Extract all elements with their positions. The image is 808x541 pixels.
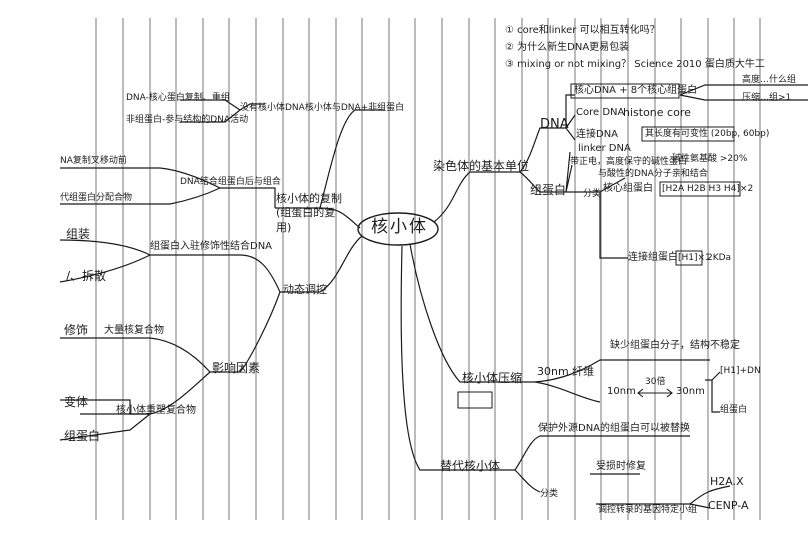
factor-3-left: 组蛋白 bbox=[64, 429, 101, 443]
fiber-label: 30nm 纤维 bbox=[537, 365, 595, 378]
linker-histone-box bbox=[675, 250, 703, 266]
arrow-note: 30倍 bbox=[645, 377, 666, 387]
histone-core-label: histone core bbox=[623, 106, 691, 119]
fiber-note: 缺少组蛋白分子，结构不稳定 bbox=[610, 340, 740, 351]
factor-2-left: 变体 bbox=[64, 395, 89, 409]
note-3: ③ mixing or not mixing？ Science 2010 蛋白质… bbox=[505, 59, 765, 70]
core-row-box bbox=[570, 83, 680, 99]
linker-dna-label: 连接DNA bbox=[576, 129, 619, 140]
dynamics-left-1: 组装 bbox=[66, 227, 91, 241]
variant-sub-2: 调控转录的基因特定小组 bbox=[598, 505, 698, 515]
linker-dna-2-label: linker DNA bbox=[578, 143, 631, 154]
size-30nm: 30nm bbox=[676, 386, 705, 397]
size-10nm: 10nm bbox=[607, 386, 636, 397]
variant-kind: 分类 bbox=[540, 489, 559, 499]
center-node-label: 核小体 bbox=[371, 217, 428, 237]
core-row-right-1: 高度…什么组 bbox=[742, 75, 797, 85]
dna-label: DNA bbox=[540, 117, 569, 132]
note-1: ① core和linker 可以相互转化吗？ bbox=[505, 25, 660, 36]
lys-arg-note: 碱性氨基酸 >20% bbox=[672, 154, 748, 164]
compression-right-2: 组蛋白 bbox=[720, 405, 748, 415]
compression-right-1: [H1]+DN bbox=[720, 366, 761, 376]
kind-label: 分类 bbox=[583, 189, 602, 199]
composition-label: 染色体的基本单位 bbox=[433, 159, 530, 173]
core-dna-label: Core DNA bbox=[576, 107, 625, 118]
core-row-text: 核心DNA + 8个核心组蛋白 bbox=[574, 85, 698, 96]
compression-sub-box bbox=[457, 391, 493, 409]
core-row-right-2: 压缩…组>1 bbox=[742, 93, 792, 103]
linker-histone-label: 连接组蛋白 bbox=[628, 252, 678, 263]
length-note-box bbox=[641, 126, 735, 142]
variant-cenpa: CENP-A bbox=[708, 499, 749, 512]
note-2: ② 为什么新生DNA更易包装 bbox=[505, 42, 630, 53]
dynamics-label: 动态调控 bbox=[283, 283, 327, 296]
variant-sub-1: 受损时修复 bbox=[596, 461, 646, 472]
length-note: 其长度有可变性 (20bp, 60bp) bbox=[645, 129, 770, 139]
linker-histone-type: [H1]×1 bbox=[678, 253, 711, 263]
core-histone-label: 核心组蛋白 bbox=[603, 183, 653, 194]
assembly-top-sub-2: 非组蛋白-参与结构的DNA活动 bbox=[126, 115, 249, 125]
core-histone-types: [H2A H2B H3 H4]×2 bbox=[662, 184, 754, 194]
factor-1-text: 大量核复合物 bbox=[104, 325, 164, 336]
factor-2-text: 核小体重塑复合物 bbox=[116, 405, 196, 416]
variant-h2ax: H2A.X bbox=[710, 475, 744, 488]
affinity-note: 与酸性的DNA分子亲和结合 bbox=[598, 169, 708, 179]
assembly-top-sub-1: DNA-核心蛋白复制、重组 bbox=[126, 93, 230, 103]
histone-bind-note: DNA结合组蛋白后与组合 bbox=[180, 177, 281, 187]
dna-replication-note: NA复制叉移动前 bbox=[60, 156, 127, 166]
histone-label: 组蛋白 bbox=[530, 183, 567, 197]
assembly-top-label: 没有核小体DNA核小体与DNA+非组蛋白 bbox=[240, 103, 405, 113]
compression-arrow bbox=[637, 388, 673, 398]
variant-note: 保护外源DNA的组蛋白可以被替换 bbox=[538, 423, 691, 434]
variant-label: 替代核小体 bbox=[440, 459, 501, 473]
new-old-note: 代组蛋白分配合物 bbox=[60, 193, 133, 203]
factor-1-left: 修饰 bbox=[64, 323, 89, 337]
linker-histone-size: 2KDa bbox=[707, 253, 732, 263]
center-node-ellipse bbox=[357, 212, 439, 246]
factor-label: 影响因素 bbox=[212, 361, 261, 375]
charge-note: 带正电，高度保守的碱性蛋白 bbox=[570, 157, 688, 167]
compression-label: 核小体压缩 bbox=[462, 371, 523, 385]
core-histone-box bbox=[659, 181, 741, 197]
assembly-label: 核小体的复制 (组蛋白的复用) bbox=[276, 192, 342, 234]
histone-enter-note: 组蛋白入驻修饰性结合DNA bbox=[150, 241, 273, 252]
dynamics-left-2: /、拆散 bbox=[66, 269, 107, 283]
connector-lines bbox=[59, 84, 808, 509]
